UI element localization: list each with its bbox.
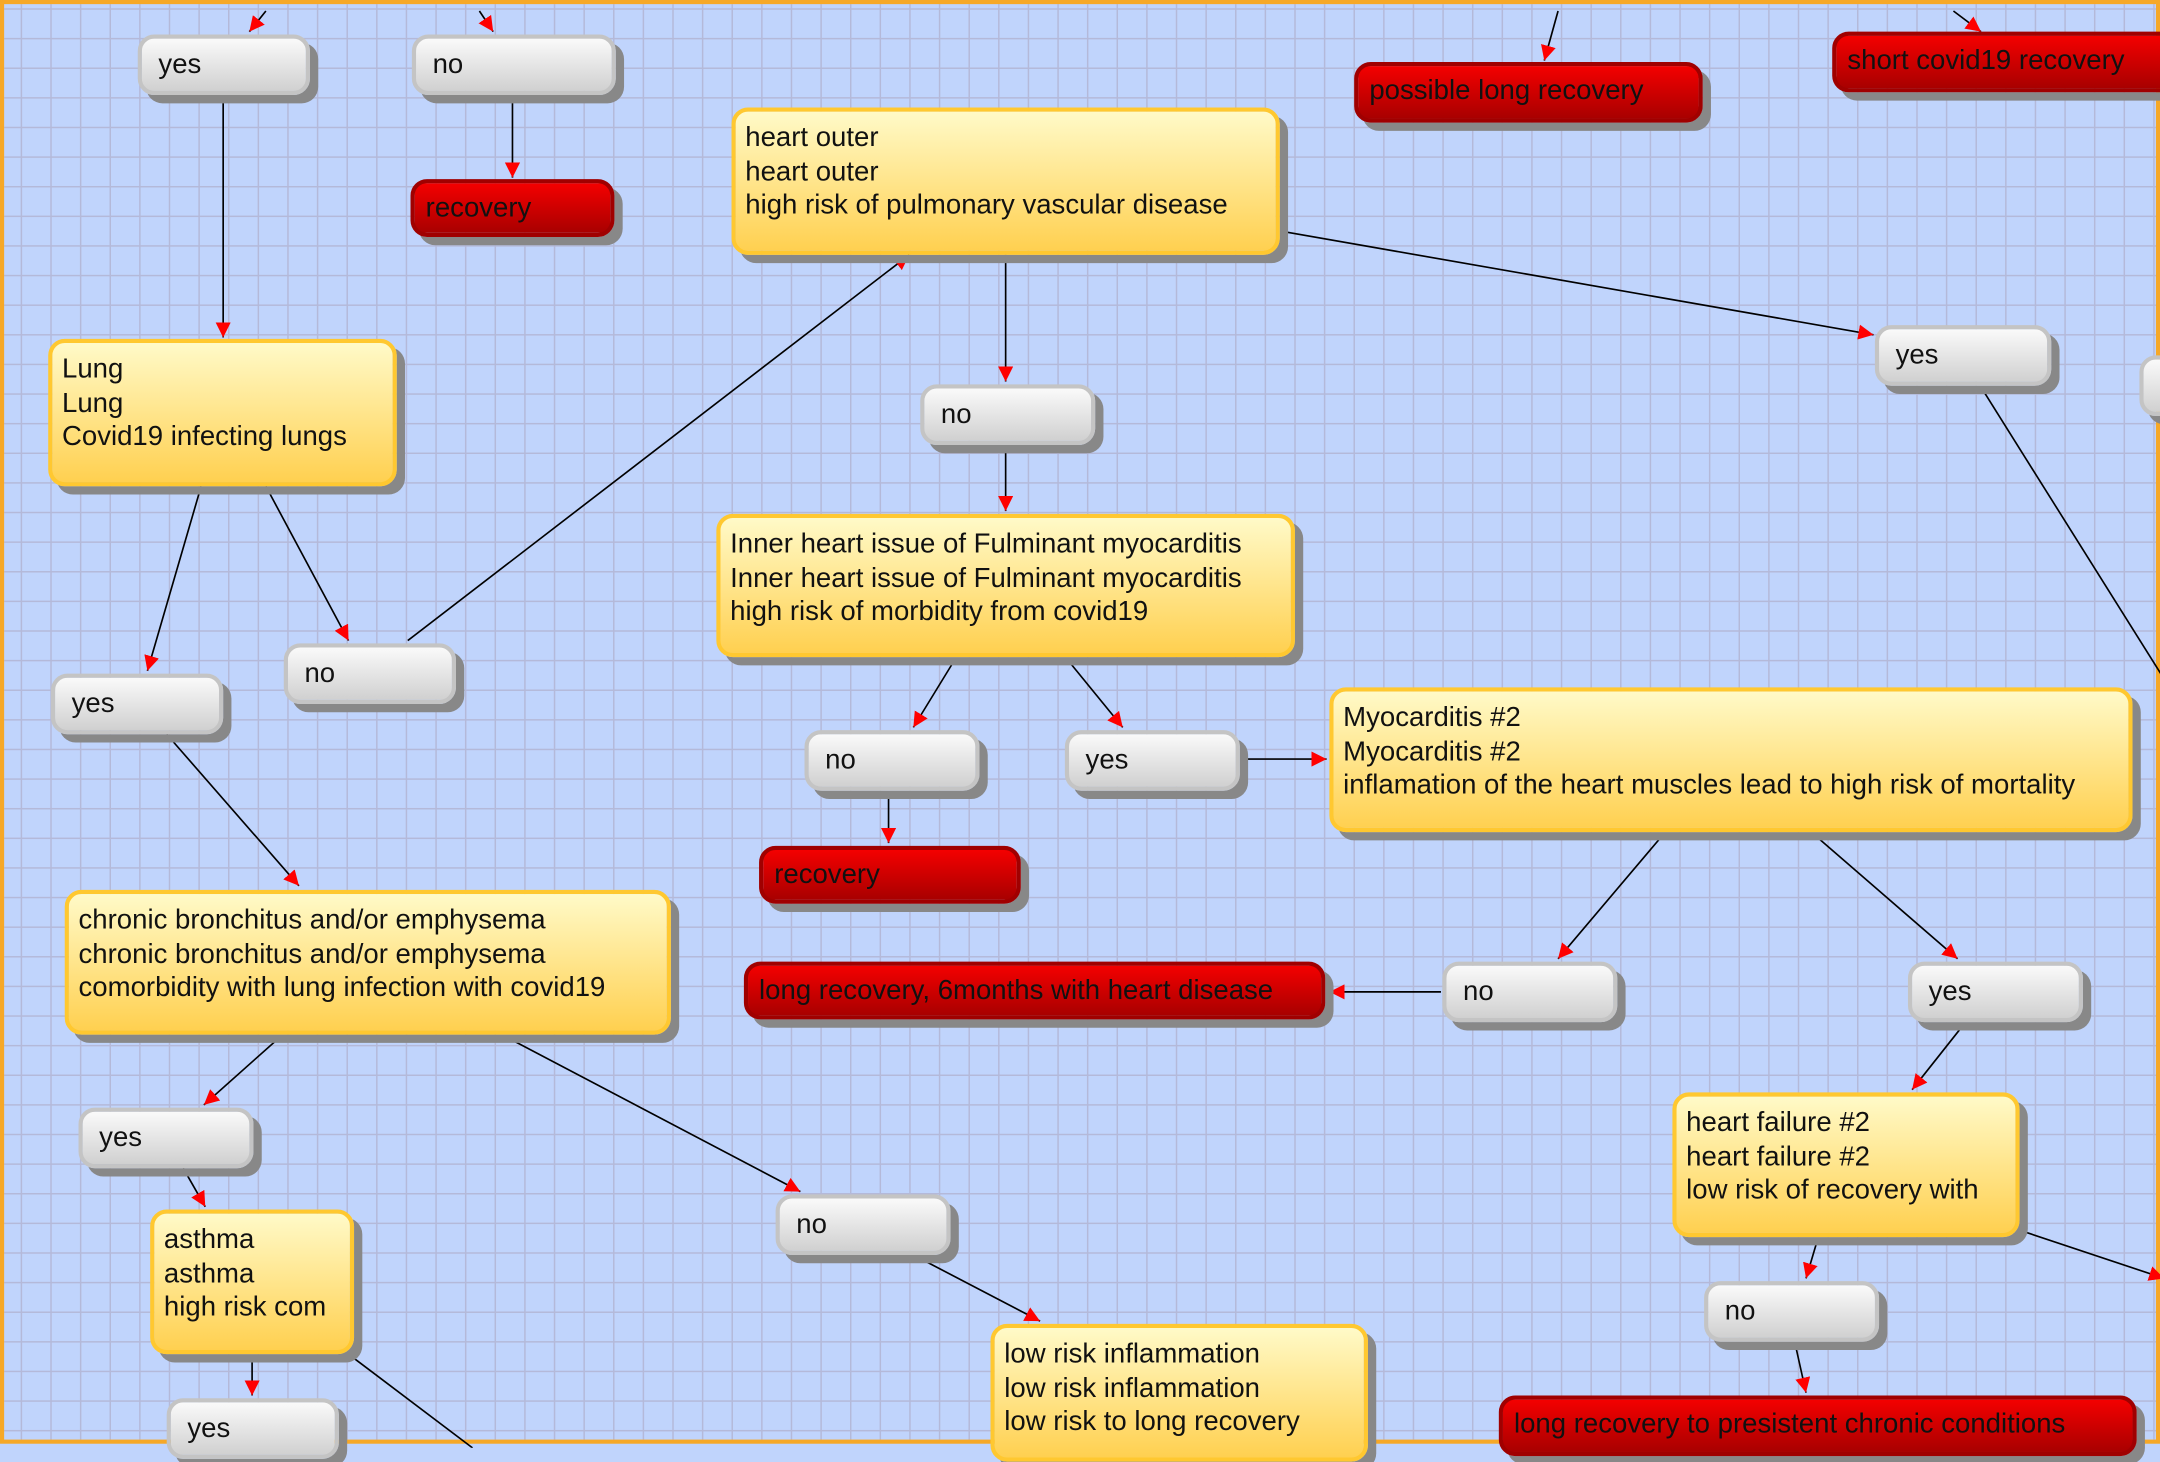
connector-arrow — [478, 10, 494, 33]
node-label-line: no — [825, 745, 856, 776]
node-label-line: no — [1724, 1296, 1756, 1327]
connector-arrow — [1980, 386, 2160, 675]
node-label-line: chronic bronchitus and/or emphysema — [78, 905, 546, 936]
decision-node[interactable]: no — [920, 384, 1096, 445]
node-label-line: asthma — [163, 1258, 255, 1289]
decision-node[interactable]: yes — [1064, 730, 1240, 791]
connector-arrow — [1803, 1240, 1818, 1279]
node-label-line: yes — [1895, 340, 1939, 371]
connector-arrow — [248, 10, 267, 33]
node-label-line: heart outer — [745, 156, 879, 187]
outcome-node[interactable]: long recovery to presistent chronic cond… — [1498, 1395, 2137, 1457]
connector-arrow — [1557, 832, 1665, 960]
connector-arrow — [506, 1036, 801, 1193]
node-label-line: heart outer — [745, 122, 879, 153]
node-label-line: no — [940, 399, 972, 430]
node-label-line: yes — [1928, 976, 1972, 1008]
node-label-line: yes — [158, 49, 202, 80]
node-label-line: recovery — [425, 192, 532, 224]
connector-arrow — [1541, 10, 1559, 61]
node-label-line: no — [304, 658, 336, 689]
connector-arrow — [348, 1353, 474, 1448]
node-label-line: Inner heart issue of Fulminant myocardit… — [730, 562, 1242, 594]
node-label-line: short covid19 recovery — [1847, 45, 2125, 76]
node-label-line: Myocarditis #2 — [1343, 702, 1521, 733]
node-label-line: asthma — [163, 1224, 255, 1255]
decision-node[interactable]: no — [775, 1194, 951, 1255]
connector-arrow — [1066, 659, 1124, 728]
decision-node[interactable]: no — [1704, 1281, 1880, 1342]
node-label-line: heart failure #2 — [1686, 1141, 1870, 1172]
connector-arrow — [144, 486, 202, 672]
node-label-line: Myocarditis #2 — [1343, 736, 1521, 767]
decision-node[interactable]: no — [411, 34, 616, 96]
connector-arrow — [265, 485, 350, 641]
node-label-line: low risk of recovery with — [1686, 1175, 1979, 1206]
node-label-line: yes — [187, 1413, 231, 1444]
decision-node[interactable]: no — [1442, 961, 1618, 1023]
node-label-line: low risk to long recovery — [1004, 1406, 1300, 1437]
outcome-node[interactable]: recovery — [759, 845, 1021, 904]
connector-arrow — [2019, 1229, 2160, 1281]
node-label-line: Covid19 infecting lungs — [61, 421, 347, 452]
node-label-line: no — [432, 49, 464, 80]
connector-arrow — [1282, 230, 1874, 340]
connector-arrow — [182, 1167, 206, 1208]
decision-node[interactable]: y — [2139, 355, 2160, 417]
outcome-node[interactable]: possible long recovery — [1354, 61, 1703, 123]
node-label-line: Lung — [61, 354, 124, 385]
node-label-line: high risk com — [163, 1292, 327, 1323]
node-label-line: long recovery to presistent chronic cond… — [1513, 1409, 2066, 1440]
connector-arrow — [203, 1036, 281, 1106]
node-label-line: no — [796, 1209, 827, 1240]
node-label-line: yes — [1085, 745, 1129, 776]
node-label-line: long recovery, 6months with heart diseas… — [759, 975, 1274, 1006]
node-label-line: yes — [99, 1122, 143, 1154]
node-label-line: heart failure #2 — [1686, 1107, 1870, 1138]
decision-node[interactable]: yes — [1907, 961, 2083, 1023]
node-label-line: inflamation of the heart muscles lead to… — [1343, 770, 2076, 801]
node-label-line: yes — [71, 688, 115, 720]
question-node[interactable]: Inner heart issue of Fulminant myocardit… — [716, 513, 1295, 658]
node-label-line: chronic bronchitus and/or emphysema — [78, 938, 546, 970]
node-label-line: high risk of morbidity from covid19 — [730, 596, 1149, 627]
node-label-line: comorbidity with lung infection with cov… — [78, 972, 606, 1003]
node-label-line: low risk inflammation — [1004, 1372, 1260, 1404]
node-label-line: low risk inflammation — [1004, 1339, 1260, 1370]
decision-node[interactable]: yes — [1874, 325, 2052, 386]
connector-arrow — [1952, 10, 1982, 33]
outcome-node[interactable]: short covid19 recovery — [1832, 31, 2160, 93]
connector-arrow — [407, 254, 910, 642]
decision-node[interactable]: yes — [50, 673, 224, 735]
connector-arrow — [166, 733, 300, 887]
node-label-line: Lung — [61, 387, 124, 419]
decision-node[interactable]: no — [804, 730, 980, 791]
node-label-line: no — [1463, 976, 1494, 1008]
node-label-line: possible long recovery — [1369, 75, 1644, 107]
node-label-line: recovery — [774, 859, 880, 890]
connector-arrow — [1812, 832, 1959, 960]
connector-arrow — [912, 659, 956, 728]
decision-node[interactable]: yes — [137, 34, 310, 96]
decision-node[interactable]: yes — [78, 1107, 254, 1169]
decision-node[interactable]: no — [283, 643, 456, 704]
outcome-node[interactable]: recovery — [410, 179, 615, 237]
connector-arrow — [1911, 1023, 1966, 1091]
edges-layer — [144, 10, 2160, 1448]
outcome-node[interactable]: long recovery, 6months with heart diseas… — [743, 961, 1326, 1020]
node-label-line: high risk of pulmonary vascular disease — [745, 190, 1228, 221]
connector-arrow — [912, 1254, 1041, 1322]
node-label-line: Inner heart issue of Fulminant myocardit… — [730, 528, 1242, 560]
decision-node[interactable]: yes — [166, 1398, 339, 1459]
connector-arrow — [1794, 1342, 1811, 1393]
